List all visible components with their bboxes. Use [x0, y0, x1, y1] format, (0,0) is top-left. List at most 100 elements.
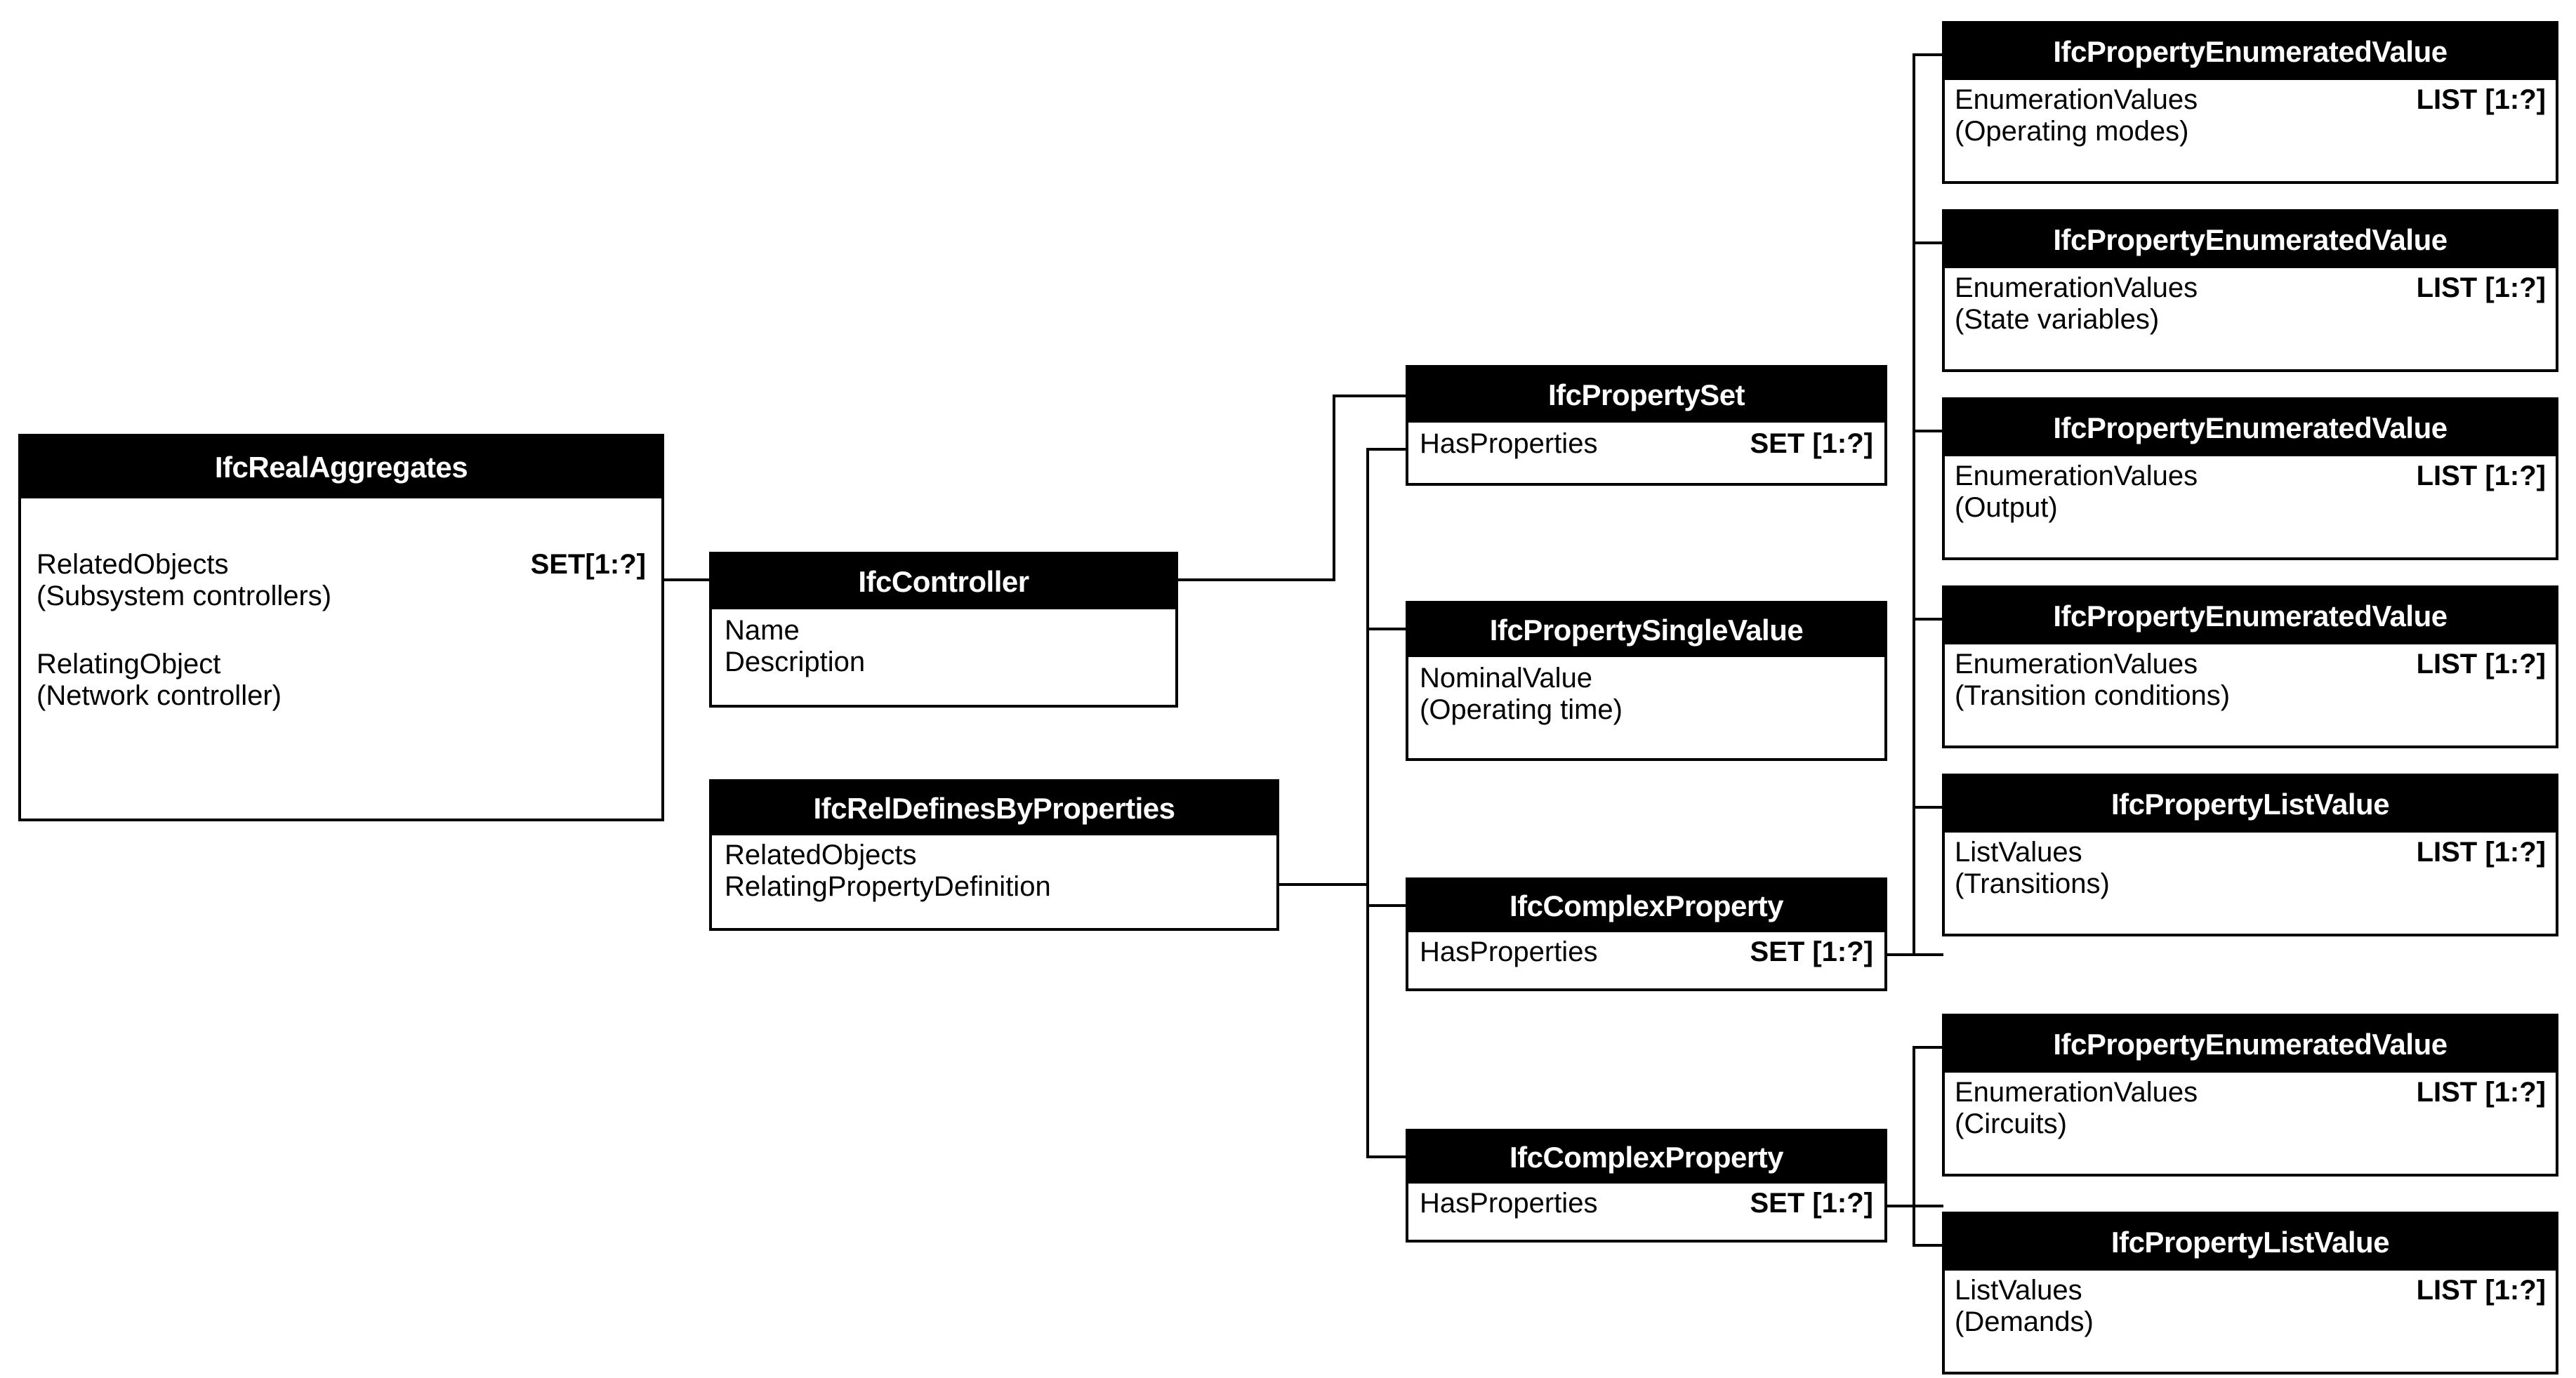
attr-row: RelatedObjects (Subsystem controllers) S… — [37, 549, 646, 612]
attr-name: RelatedObjects (Subsystem controllers) — [37, 549, 332, 611]
box-body-enum-operating-modes: EnumerationValues (Operating modes) LIST… — [1945, 80, 2556, 153]
box-header-list-transitions: IfcPropertyListValue — [1945, 776, 2556, 833]
attr-row: EnumerationValues (Operating modes) LIST… — [1955, 84, 2546, 147]
box-body-ifcpropertysinglevalue: NominalValue (Operating time) — [1408, 657, 1884, 731]
box-body-enum-transition-conditions: EnumerationValues (Transition conditions… — [1945, 644, 2556, 717]
box-body-list-transitions: ListValues (Transitions) LIST [1:?] — [1945, 833, 2556, 906]
box-header-enum-circuits: IfcPropertyEnumeratedValue — [1945, 1016, 2556, 1073]
connector-to-list-demands — [1913, 1244, 1948, 1247]
attr-name: HasProperties — [1420, 1188, 1598, 1219]
box-ifcpropertysinglevalue[interactable]: IfcPropertySingleValue NominalValue (Ope… — [1406, 601, 1887, 761]
connector-inner-to-complex1 — [1366, 904, 1408, 907]
attr-name: Description — [725, 647, 866, 677]
box-body-ifcreldefinesbyproperties: RelatedObjects RelatingPropertyDefinitio… — [712, 835, 1276, 910]
box-header-enum-transition-conditions: IfcPropertyEnumeratedValue — [1945, 588, 2556, 644]
box-body-enum-circuits: EnumerationValues (Circuits) LIST [1:?] — [1945, 1073, 2556, 1146]
connector-inner-to-singlevalue — [1366, 628, 1408, 630]
box-list-transitions[interactable]: IfcPropertyListValue ListValues (Transit… — [1942, 774, 2558, 936]
box-ifcreldefinesbyproperties[interactable]: IfcRelDefinesByProperties RelatedObjects… — [709, 779, 1279, 931]
connector-to-enum-state-variables — [1913, 241, 1948, 244]
box-header-ifcpropertyset: IfcPropertySet — [1408, 368, 1884, 423]
connector-to-enum-circuits — [1913, 1046, 1948, 1049]
box-ifccomplexproperty-2[interactable]: IfcComplexProperty HasProperties SET [1:… — [1406, 1129, 1887, 1243]
attr-name: EnumerationValues (Circuits) — [1955, 1077, 2198, 1139]
attr-name: EnumerationValues (Operating modes) — [1955, 84, 2198, 147]
attr-name: RelatedObjects — [725, 840, 917, 870]
connector-trunk-inner — [1366, 448, 1369, 1158]
box-header-ifccomplexproperty-2: IfcComplexProperty — [1408, 1132, 1884, 1184]
attr-name: HasProperties — [1420, 428, 1598, 459]
attr-cardinality: LIST [1:?] — [2416, 1275, 2546, 1306]
box-enum-circuits[interactable]: IfcPropertyEnumeratedValue EnumerationVa… — [1942, 1014, 2558, 1177]
box-body-ifccomplexproperty-2: HasProperties SET [1:?] — [1408, 1184, 1884, 1225]
box-header-list-demands: IfcPropertyListValue — [1945, 1214, 2556, 1271]
box-body-list-demands: ListValues (Demands) LIST [1:?] — [1945, 1271, 2556, 1344]
box-header-enum-output: IfcPropertyEnumeratedValue — [1945, 400, 2556, 456]
box-ifcrealaggregates[interactable]: IfcRealAggregates RelatedObjects (Subsys… — [18, 434, 664, 821]
box-header-ifcrealaggregates: IfcRealAggregates — [21, 437, 661, 498]
attr-name: RelatingObject (Network controller) — [37, 649, 282, 711]
attr-cardinality: SET[1:?] — [530, 549, 646, 580]
box-header-enum-state-variables: IfcPropertyEnumeratedValue — [1945, 212, 2556, 268]
attr-name: EnumerationValues (Transition conditions… — [1955, 649, 2231, 711]
box-body-enum-state-variables: EnumerationValues (State variables) LIST… — [1945, 268, 2556, 341]
attr-cardinality: LIST [1:?] — [2416, 272, 2546, 303]
connector-controller-right — [1178, 578, 1335, 581]
box-header-ifcpropertysinglevalue: IfcPropertySingleValue — [1408, 604, 1884, 657]
box-header-ifccontroller: IfcController — [712, 555, 1175, 609]
box-ifccontroller[interactable]: IfcController Name Description — [709, 552, 1178, 708]
attr-row: ListValues (Transitions) LIST [1:?] — [1955, 837, 2546, 900]
box-body-ifcpropertyset: HasProperties SET [1:?] — [1408, 423, 1884, 465]
attr-name: ListValues (Demands) — [1955, 1275, 2094, 1337]
attr-row: Description — [725, 647, 1163, 678]
connector-aggregates-to-controller — [663, 578, 709, 581]
attr-name: HasProperties — [1420, 936, 1598, 967]
connector-to-enum-operating-modes — [1913, 53, 1948, 56]
attr-row: HasProperties SET [1:?] — [1420, 1188, 1873, 1219]
box-body-ifccomplexproperty-1: HasProperties SET [1:?] — [1408, 932, 1884, 974]
box-enum-transition-conditions[interactable]: IfcPropertyEnumeratedValue EnumerationVa… — [1942, 585, 2558, 748]
attr-row: RelatingPropertyDefinition — [725, 871, 1264, 903]
attr-row: EnumerationValues (State variables) LIST… — [1955, 272, 2546, 336]
attr-name: NominalValue (Operating time) — [1420, 663, 1623, 725]
box-header-enum-operating-modes: IfcPropertyEnumeratedValue — [1945, 24, 2556, 80]
box-enum-output[interactable]: IfcPropertyEnumeratedValue EnumerationVa… — [1942, 397, 2558, 560]
attr-name: RelatingPropertyDefinition — [725, 871, 1051, 902]
box-body-ifcrealaggregates: RelatedObjects (Subsystem controllers) S… — [21, 498, 661, 726]
attr-row: HasProperties SET [1:?] — [1420, 428, 1873, 460]
box-list-demands[interactable]: IfcPropertyListValue ListValues (Demands… — [1942, 1212, 2558, 1374]
box-enum-state-variables[interactable]: IfcPropertyEnumeratedValue EnumerationVa… — [1942, 209, 2558, 372]
attr-cardinality: SET [1:?] — [1750, 936, 1873, 967]
connector-trunk-right-upper — [1913, 53, 1915, 956]
attr-row: RelatedObjects — [725, 840, 1264, 871]
attr-cardinality: SET [1:?] — [1750, 1188, 1873, 1219]
connector-inner-to-propertyset-row — [1366, 448, 1408, 451]
box-header-ifcreldefinesbyproperties: IfcRelDefinesByProperties — [712, 782, 1276, 835]
connector-outer-to-propertyset — [1333, 395, 1408, 397]
attr-row: ListValues (Demands) LIST [1:?] — [1955, 1275, 2546, 1338]
attr-name: EnumerationValues (State variables) — [1955, 272, 2198, 335]
attr-row: EnumerationValues (Transition conditions… — [1955, 649, 2546, 712]
attr-cardinality: LIST [1:?] — [2416, 837, 2546, 868]
attr-row: HasProperties SET [1:?] — [1420, 936, 1873, 968]
connector-to-enum-transition-conditions — [1913, 618, 1948, 621]
connector-to-enum-output — [1913, 430, 1948, 432]
attr-row: EnumerationValues (Output) LIST [1:?] — [1955, 461, 2546, 524]
box-ifccomplexproperty-1[interactable]: IfcComplexProperty HasProperties SET [1:… — [1406, 877, 1887, 991]
attr-row: Name — [725, 615, 1163, 647]
attr-row: RelatingObject (Network controller) — [37, 649, 646, 712]
box-enum-operating-modes[interactable]: IfcPropertyEnumeratedValue EnumerationVa… — [1942, 21, 2558, 184]
connector-inner-to-complex2 — [1366, 1155, 1408, 1158]
connector-reldefines-right — [1279, 883, 1369, 886]
box-header-ifccomplexproperty-1: IfcComplexProperty — [1408, 880, 1884, 932]
connector-trunk-outer — [1333, 395, 1335, 581]
box-body-ifccontroller: Name Description — [712, 609, 1175, 685]
connector-trunk-right-lower — [1913, 1046, 1915, 1247]
connector-to-list-transitions — [1913, 806, 1948, 809]
attr-cardinality: LIST [1:?] — [2416, 461, 2546, 491]
attr-cardinality: LIST [1:?] — [2416, 1077, 2546, 1108]
attr-row: NominalValue (Operating time) — [1420, 663, 1873, 726]
attr-row: EnumerationValues (Circuits) LIST [1:?] — [1955, 1077, 2546, 1140]
box-ifcpropertyset[interactable]: IfcPropertySet HasProperties SET [1:?] — [1406, 365, 1887, 486]
